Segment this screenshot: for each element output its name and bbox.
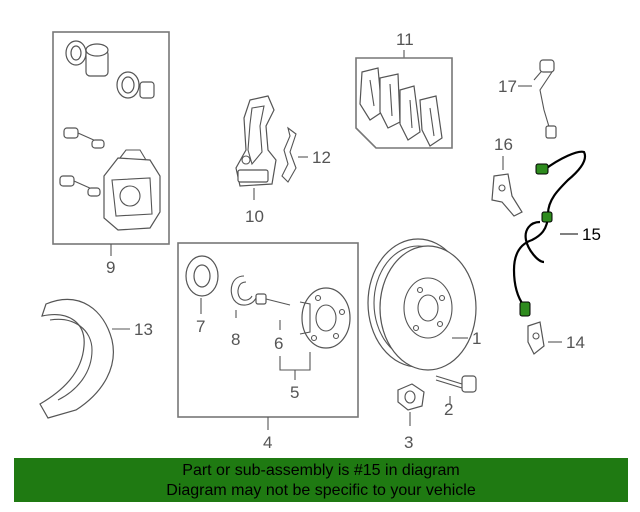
hub-drawing (299, 287, 351, 349)
callout-11: 11 (396, 30, 414, 49)
callout-8: 8 (231, 330, 240, 349)
callout-1: 1 (472, 329, 481, 348)
callout-6: 6 (274, 334, 283, 353)
callout-4: 4 (263, 433, 272, 452)
brake-rotor-drawing (367, 238, 477, 371)
callout-5: 5 (290, 383, 299, 402)
callout-9: 9 (106, 258, 115, 277)
sensor-bracket-drawing (491, 173, 523, 217)
callout-2: 2 (444, 400, 453, 419)
callout-13: 13 (134, 320, 153, 339)
anti-rattle-clip-drawing (281, 126, 297, 183)
wheel-bearing-drawing (185, 255, 219, 297)
caliper-bracket-drawing (235, 95, 277, 187)
callout-15: 15 (582, 225, 601, 244)
wheel-stud-drawing (255, 293, 291, 306)
callout-3: 3 (404, 433, 413, 452)
callout-17: 17 (498, 77, 517, 96)
callout-10: 10 (245, 207, 264, 226)
banner-line-disclaimer: Diagram may not be specific to your vehi… (166, 482, 476, 499)
nut-drawing (397, 383, 425, 411)
wheel-speed-sensor-highlighted-drawing (512, 150, 587, 317)
banner-line-part: Part or sub-assembly is #15 in diagram (182, 462, 460, 479)
caliper-body-drawing (103, 149, 161, 231)
brake-pads-box (355, 57, 453, 149)
snap-ring-drawing (230, 275, 257, 306)
caliper-seal-kit-drawing (59, 40, 155, 197)
sensor-tip-drawing (527, 321, 545, 355)
callout-12: 12 (312, 148, 331, 167)
brake-pads-drawing (359, 67, 443, 147)
dust-shield-drawing (39, 298, 114, 419)
bolt-drawing (435, 375, 477, 393)
info-banner: Part or sub-assembly is #15 in diagram D… (14, 458, 628, 502)
callout-7: 7 (196, 317, 205, 336)
callout-16: 16 (494, 135, 513, 154)
wheel-speed-sensor-alt-drawing (533, 59, 557, 139)
callout-14: 14 (566, 333, 585, 352)
